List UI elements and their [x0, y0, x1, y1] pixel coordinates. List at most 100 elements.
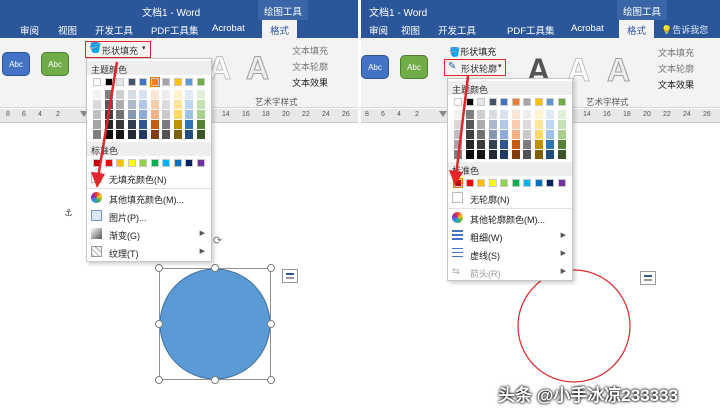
- standard-color-swatch[interactable]: [93, 159, 101, 167]
- theme-color-swatch[interactable]: [93, 78, 101, 86]
- theme-shade-swatch[interactable]: [488, 140, 497, 149]
- text-outline-command[interactable]: 文本轮廓: [658, 64, 695, 74]
- theme-shade-swatch[interactable]: [185, 130, 193, 139]
- arrows-item[interactable]: ⇆ 箭头(R) ▶: [448, 263, 572, 281]
- theme-shade-swatch[interactable]: [488, 130, 497, 139]
- texture-fill-item[interactable]: 纹理(T) ▶: [87, 243, 211, 261]
- tab-developer[interactable]: 开发工具: [95, 26, 134, 37]
- wordart-style-outline[interactable]: A: [606, 52, 631, 89]
- shape-outline-button[interactable]: ✎ 形状轮廓 ▾: [444, 59, 506, 76]
- theme-shade-swatch[interactable]: [116, 130, 124, 139]
- theme-shade-swatch[interactable]: [477, 150, 485, 159]
- theme-shade-swatch[interactable]: [150, 120, 159, 129]
- theme-shade-swatch[interactable]: [185, 120, 193, 129]
- resize-handle[interactable]: [155, 264, 163, 272]
- resize-handle[interactable]: [267, 264, 275, 272]
- theme-color-swatch[interactable]: [488, 98, 497, 106]
- tab-developer[interactable]: 开发工具: [438, 26, 477, 37]
- theme-shade-swatch[interactable]: [488, 150, 497, 159]
- shape-style-blue[interactable]: Abc: [2, 52, 30, 76]
- theme-shade-swatch[interactable]: [500, 150, 508, 159]
- theme-color-swatch[interactable]: [500, 98, 508, 106]
- theme-shade-swatch[interactable]: [546, 120, 554, 129]
- theme-shade-swatch[interactable]: [185, 110, 193, 119]
- tab-view[interactable]: 视图: [401, 26, 421, 37]
- resize-handle[interactable]: [155, 376, 163, 384]
- indent-marker[interactable]: [80, 111, 88, 117]
- theme-shade-swatch[interactable]: [162, 110, 170, 119]
- text-fill-command[interactable]: 文本填充: [658, 48, 695, 58]
- standard-color-swatch[interactable]: [116, 159, 124, 167]
- resize-handle[interactable]: [155, 320, 163, 328]
- theme-shade-swatch[interactable]: [139, 100, 147, 109]
- gradient-fill-item[interactable]: 渐变(G) ▶: [87, 225, 211, 243]
- resize-handle[interactable]: [267, 376, 275, 384]
- tab-acrobat[interactable]: Acrobat: [571, 23, 604, 34]
- theme-shade-swatch[interactable]: [173, 110, 182, 119]
- theme-shade-swatch[interactable]: [477, 130, 485, 139]
- dashes-item[interactable]: 虚线(S) ▶: [448, 245, 572, 263]
- theme-shade-swatch[interactable]: [454, 150, 462, 159]
- theme-shade-swatch[interactable]: [104, 130, 113, 139]
- theme-shade-swatch[interactable]: [93, 100, 101, 109]
- theme-shade-swatch[interactable]: [185, 100, 193, 109]
- theme-shade-swatch[interactable]: [557, 130, 566, 139]
- shape-fill-command[interactable]: 🪣形状填充: [449, 45, 496, 58]
- theme-color-swatch[interactable]: [465, 98, 474, 106]
- theme-shade-swatch[interactable]: [465, 130, 474, 139]
- theme-shade-swatch[interactable]: [523, 130, 531, 139]
- theme-color-swatch[interactable]: [546, 98, 554, 106]
- standard-color-swatch[interactable]: [546, 179, 554, 187]
- theme-shade-swatch[interactable]: [511, 130, 520, 139]
- theme-shade-swatch[interactable]: [546, 150, 554, 159]
- theme-shade-swatch[interactable]: [546, 140, 554, 149]
- theme-shade-swatch[interactable]: [196, 110, 205, 119]
- theme-shade-swatch[interactable]: [465, 120, 474, 129]
- theme-shade-swatch[interactable]: [162, 90, 170, 99]
- shape-style-blue[interactable]: Abc: [361, 55, 389, 79]
- theme-shade-swatch[interactable]: [139, 120, 147, 129]
- theme-color-swatch[interactable]: [454, 98, 462, 106]
- layout-options-icon[interactable]: [282, 269, 298, 283]
- theme-shade-swatch[interactable]: [139, 90, 147, 99]
- theme-shade-swatch[interactable]: [93, 110, 101, 119]
- standard-color-swatch[interactable]: [196, 159, 205, 167]
- tab-review[interactable]: 审阅: [20, 26, 40, 37]
- theme-shade-swatch[interactable]: [546, 130, 554, 139]
- theme-shade-swatch[interactable]: [523, 110, 531, 119]
- picture-fill-item[interactable]: 图片(P)...: [87, 207, 211, 225]
- indent-marker[interactable]: [439, 111, 447, 117]
- theme-shade-swatch[interactable]: [511, 110, 520, 119]
- resize-handle[interactable]: [211, 376, 219, 384]
- theme-shade-swatch[interactable]: [196, 100, 205, 109]
- theme-shade-swatch[interactable]: [523, 150, 531, 159]
- theme-shade-swatch[interactable]: [557, 150, 566, 159]
- theme-shade-swatch[interactable]: [557, 120, 566, 129]
- standard-color-swatch[interactable]: [557, 179, 566, 187]
- theme-shade-swatch[interactable]: [523, 140, 531, 149]
- theme-shade-swatch[interactable]: [511, 150, 520, 159]
- theme-color-swatch[interactable]: [139, 78, 147, 86]
- theme-shade-swatch[interactable]: [173, 120, 182, 129]
- shape-style-green[interactable]: Abc: [400, 55, 428, 79]
- blue-circle-shape[interactable]: [159, 268, 271, 380]
- layout-options-icon[interactable]: [640, 271, 656, 285]
- standard-color-swatch[interactable]: [500, 179, 508, 187]
- theme-shade-swatch[interactable]: [93, 130, 101, 139]
- theme-shade-swatch[interactable]: [150, 130, 159, 139]
- theme-shade-swatch[interactable]: [534, 140, 543, 149]
- theme-color-swatch[interactable]: [149, 77, 160, 87]
- theme-shade-swatch[interactable]: [185, 90, 193, 99]
- theme-shade-swatch[interactable]: [477, 120, 485, 129]
- standard-color-swatch[interactable]: [477, 179, 485, 187]
- tab-review[interactable]: 审阅: [369, 26, 389, 37]
- theme-shade-swatch[interactable]: [139, 110, 147, 119]
- theme-shade-swatch[interactable]: [150, 110, 159, 119]
- standard-color-swatch[interactable]: [104, 159, 113, 167]
- theme-shade-swatch[interactable]: [454, 140, 462, 149]
- standard-color-swatch[interactable]: [162, 159, 170, 167]
- theme-shade-swatch[interactable]: [500, 110, 508, 119]
- theme-shade-swatch[interactable]: [150, 100, 159, 109]
- theme-shade-swatch[interactable]: [534, 110, 543, 119]
- no-fill-item[interactable]: 无填充颜色(N): [87, 169, 211, 187]
